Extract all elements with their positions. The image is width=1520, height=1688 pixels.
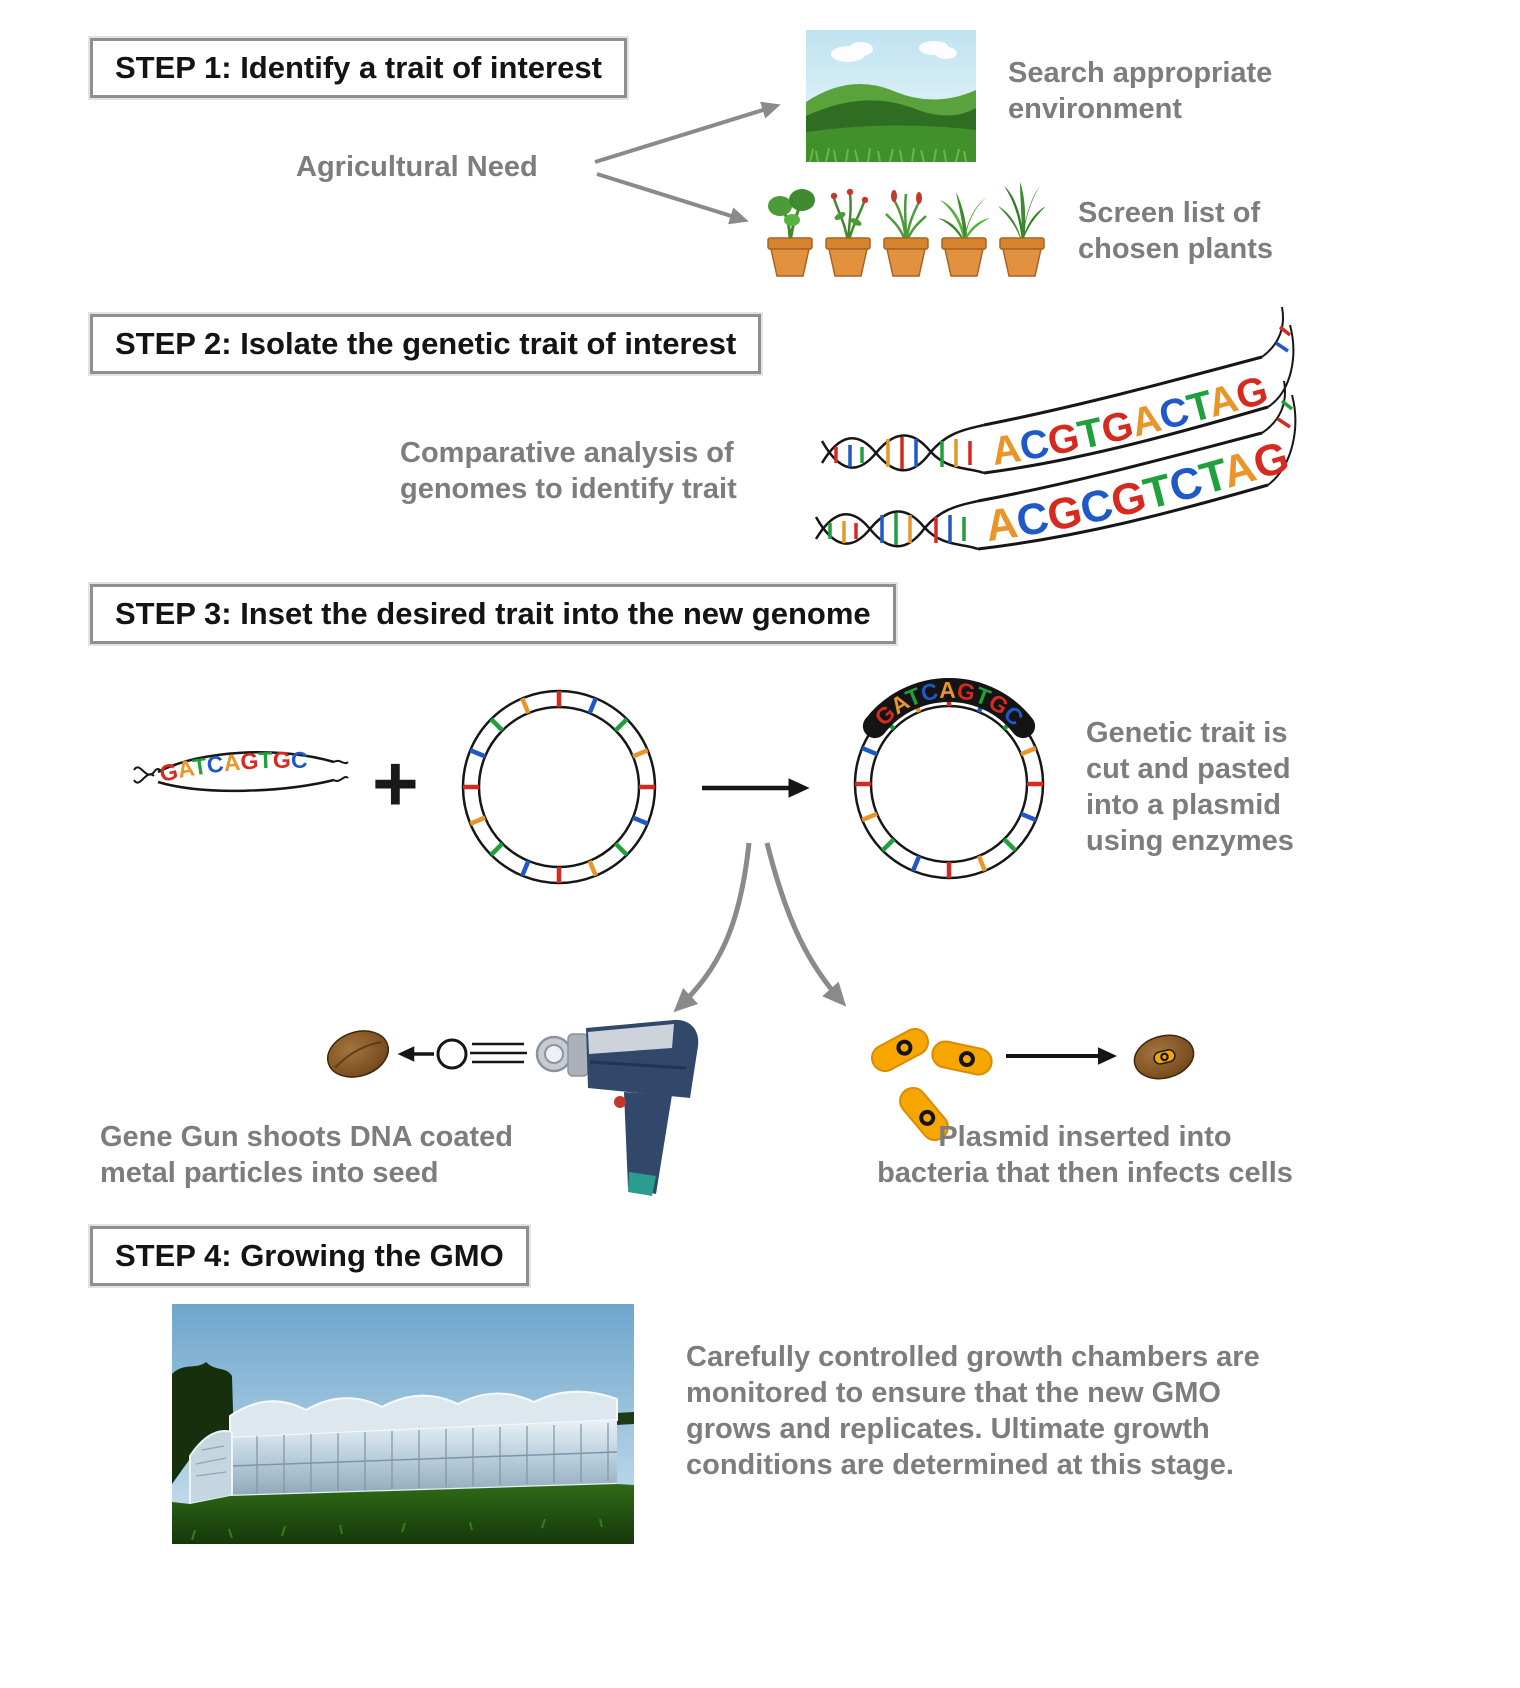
- bacteria-caption: Plasmid inserted into bacteria that then…: [877, 1121, 1293, 1189]
- dna-fragment-image: GATCAGTGC: [133, 747, 349, 793]
- greenhouse-roof: [229, 1390, 618, 1440]
- potted-plants-image: [767, 182, 1046, 277]
- plant-3: [883, 190, 929, 277]
- plant-2: [825, 188, 871, 277]
- dna-strand-top: [820, 306, 1295, 475]
- arrow-curved-to-bacteria: [764, 842, 847, 1007]
- environment-image: [806, 30, 976, 162]
- gene-gun-image: [535, 1019, 699, 1196]
- plasmid-rungs: [463, 691, 655, 883]
- dna-strands-image: ACGTGACTAG ACGCGTCTAG: [814, 306, 1297, 551]
- greenhouse-wall: [230, 1420, 617, 1496]
- step1-header: STEP 1: Identify a trait of interest: [90, 38, 627, 98]
- plant-1: [767, 189, 815, 277]
- step3-header: STEP 3: Inset the desired trait into the…: [90, 584, 896, 644]
- step4-title: STEP 4: Growing the GMO: [115, 1238, 504, 1273]
- growth-chamber-caption: Carefully controlled growth chambers are…: [686, 1341, 1260, 1481]
- arrow-need-to-plants: [596, 172, 749, 225]
- plus-sign: +: [372, 739, 419, 828]
- plasmid-with-insert-image: GATCAGTGC: [853, 677, 1045, 880]
- plant-4: [938, 192, 990, 277]
- plasmid-caption: Genetic trait is cut and pasted into a p…: [1086, 717, 1294, 857]
- plant-5: [998, 182, 1046, 277]
- step3-title: STEP 3: Inset the desired trait into the…: [115, 596, 871, 631]
- arrow-curved-to-gene-gun: [673, 842, 752, 1013]
- step4-header: STEP 4: Growing the GMO: [90, 1226, 529, 1286]
- agricultural-need-label: Agricultural Need: [296, 151, 538, 183]
- comparative-analysis-caption: Comparative analysis of genomes to ident…: [400, 437, 737, 505]
- cloud-icon: [831, 41, 957, 62]
- step2-title: STEP 2: Isolate the genetic trait of int…: [115, 326, 737, 361]
- infected-seed-icon: [1133, 1034, 1195, 1080]
- greenhouse-gable: [189, 1430, 233, 1506]
- plasmid-image: [461, 689, 657, 885]
- trees: [172, 1362, 234, 1484]
- gun-trigger: [614, 1096, 626, 1108]
- dna-rungs-bottom: [828, 399, 1294, 545]
- sequence-top-text: ACGTGACTAG: [989, 368, 1273, 474]
- seed-icon: [326, 1030, 390, 1078]
- sequence-bottom-text: ACGCGTCTAG: [983, 432, 1295, 551]
- greenhouse-image: [172, 1304, 634, 1544]
- fragment-sequence-text: GATCAGTGC: [157, 747, 308, 787]
- arrow-need-to-environment: [594, 101, 781, 164]
- dna-coated-particle-icon: [436, 1038, 468, 1070]
- insert-band: [862, 677, 1036, 739]
- shot-trail-lines: [470, 1042, 527, 1064]
- gene-gun-caption: Gene Gun shoots DNA coated metal particl…: [100, 1121, 514, 1189]
- gun-handle: [624, 1092, 672, 1194]
- step2-header: STEP 2: Isolate the genetic trait of int…: [90, 314, 762, 374]
- dna-rungs-top: [834, 325, 1292, 469]
- environment-caption: Search appropriate environment: [1008, 57, 1273, 125]
- step1-title: STEP 1: Identify a trait of interest: [115, 50, 602, 85]
- plants-caption: Screen list of chosen plants: [1078, 197, 1273, 265]
